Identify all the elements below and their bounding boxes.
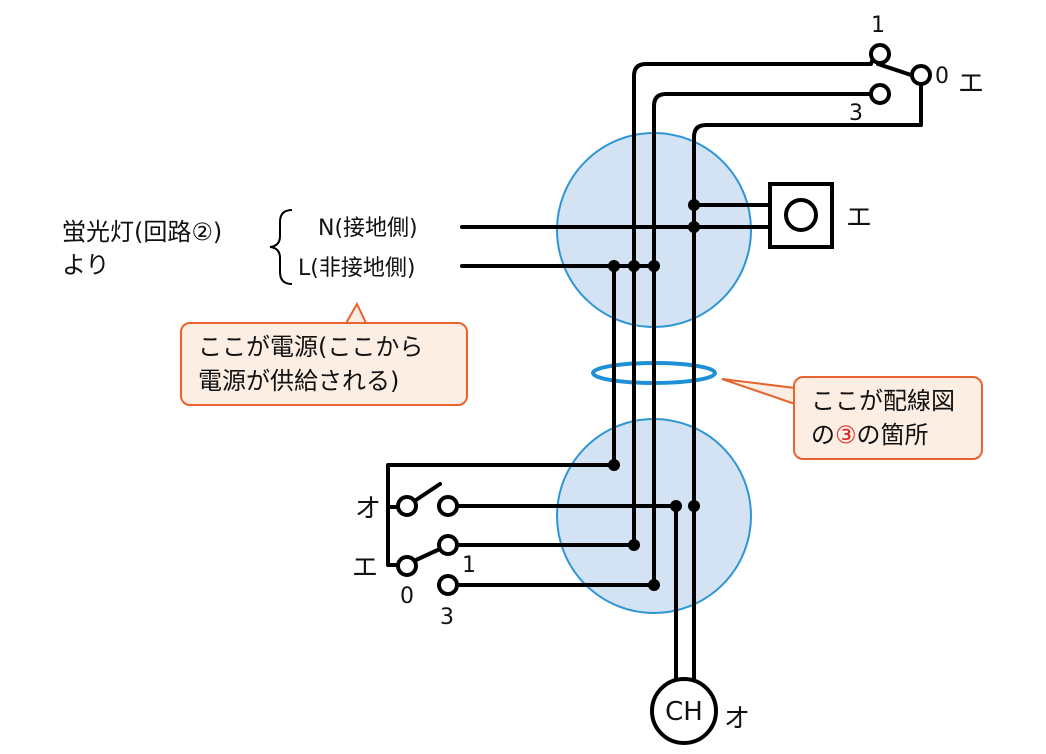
callout-wiring-line1: ここが配線図 [811,387,955,415]
source-label-line1: 蛍光灯(回路②) [62,218,222,246]
callout-source: ここが電源(ここから 電源が供給される) [180,322,468,406]
callout-source-line1: ここが電源(ここから [198,333,424,361]
top-terminal-0-label: 0 [935,64,949,89]
wire-l-to-switch-o [386,264,616,509]
top-terminal-3-label: 3 [849,101,863,126]
dot-outlet-upper [688,199,700,211]
callout-wiring-suffix: の箇所 [856,421,929,449]
left-lower-switch-symbol: エ [352,553,378,583]
callout-source-pointer [344,301,368,326]
left-lower-switch-lever [414,546,444,562]
left-lower-switch-terminal-3 [437,574,459,596]
callout-wiring-line2: の③の箇所 [811,418,981,452]
left-terminal-0-label: 0 [400,584,414,609]
dot-lower-o2 [688,500,700,512]
top-switch-terminal-1 [869,43,891,65]
top-switch-terminal-3 [869,83,891,105]
dot-l-2 [628,260,640,272]
dot-lower-3 [648,579,660,591]
source-brace [269,209,293,285]
callout-wiring-prefix: の [811,421,835,449]
left-lower-switch-terminal-0 [396,555,418,577]
fixture-symbol: オ [724,704,750,734]
left-upper-switch-terminal-common [396,495,418,517]
n-wire-label: N(接地側) [318,216,418,241]
left-upper-switch-terminal-out [437,495,459,517]
dot-outlet-n [688,221,700,233]
outlet-symbol-label: エ [846,203,872,233]
dot-l-1 [608,260,620,272]
top-switch-symbol: エ [958,69,984,99]
callout-wiring: ここが配線図 の③の箇所 [793,376,983,460]
left-terminal-1-label: 1 [462,553,476,578]
ceiling-fixture [650,677,718,745]
wire-to-top-terminal-1 [632,53,876,268]
top-switch-lever [876,62,916,78]
l-wire-label: L(非接地側) [298,256,415,281]
dot-lower-1 [628,539,640,551]
wire-lower-common [386,505,400,567]
callout-wiring-number: ③ [835,421,857,449]
callout-wiring-pointer [721,378,796,405]
top-switch-terminal-0 [910,64,932,86]
wire-to-top-terminal-3 [652,92,872,268]
callout-source-line2: 電源が供給される) [198,367,400,395]
left-upper-switch-lever [414,482,442,502]
dot-lower-l [608,459,620,471]
outlet-symbol [784,198,818,232]
wire-top-0-return [692,82,923,682]
left-terminal-3-label: 3 [440,605,454,630]
fixture-text: CH [665,697,703,727]
left-upper-switch-symbol: オ [355,494,381,524]
source-label-line2: より [62,251,110,279]
dot-l-3 [648,260,660,272]
left-lower-switch-terminal-1 [437,534,459,556]
top-terminal-1-label: 1 [871,13,885,38]
dot-lower-o1 [670,500,682,512]
